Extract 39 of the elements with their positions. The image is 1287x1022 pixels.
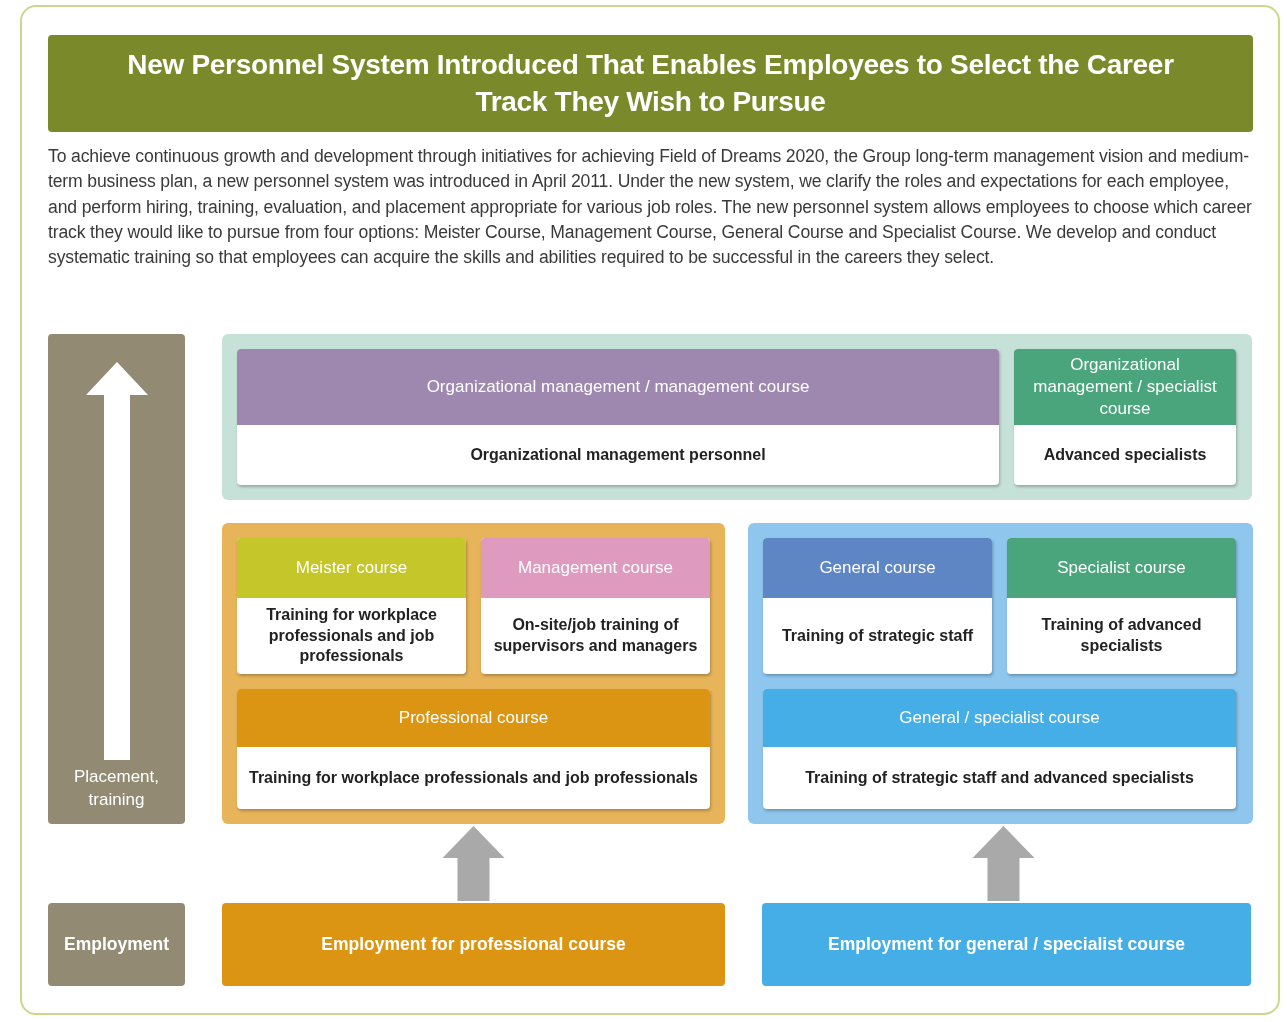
block-arrow xyxy=(442,826,505,901)
course-card xyxy=(481,538,710,674)
course-description: Organizational management personnel xyxy=(469,444,767,465)
course-title: Management course xyxy=(481,538,710,598)
course-description: Training for workplace professionals and job professionals xyxy=(265,604,438,667)
course-card xyxy=(1014,349,1236,485)
course-description: Training of strategic staff and advanced specialists xyxy=(804,767,1195,788)
course-card xyxy=(763,689,1236,809)
title-banner: New Personnel System Introduced That Enables Employees to Select the Career Track They Wish to Pursue xyxy=(48,35,1253,132)
course-description: Advanced specialists xyxy=(1042,444,1208,465)
employment-label: Employment for professional course xyxy=(320,933,627,956)
course-card xyxy=(763,538,992,674)
group-panel xyxy=(222,334,1252,500)
course-title: General course xyxy=(763,538,992,598)
course-title: Specialist course xyxy=(1007,538,1236,598)
employment-label: Employment for general / specialist course xyxy=(827,933,1186,956)
group-panel xyxy=(222,523,725,824)
employment-bar xyxy=(48,903,185,986)
course-title: General / specialist course xyxy=(763,689,1236,747)
course-description: Training of strategic staff xyxy=(780,625,975,646)
course-description: Training for workplace professionals and job professionals xyxy=(248,767,699,788)
group-panel xyxy=(748,523,1253,824)
course-title: Meister course xyxy=(237,538,466,598)
course-card xyxy=(237,538,466,674)
course-description: On-site/job training of supervisors and managers xyxy=(492,615,699,656)
stage-bar xyxy=(48,334,185,824)
employment-label: Employment xyxy=(63,933,170,956)
course-title: Organizational management / management course xyxy=(237,349,999,425)
course-description: Training of advanced specialists xyxy=(1040,615,1203,656)
course-card xyxy=(237,689,710,809)
stage-label: Placement, training xyxy=(72,766,160,812)
intro-paragraph: To achieve continuous growth and development through initiatives for achieving Field of Dreams 2020, the Group long-term management vision and medium-term business plan, a new personnel system was introduced in April 2011. Under the new system, we clarify the roles and expectations for each employee, and perform hiring, training, evaluation, and placement appropriate for various job roles. The new personnel system allows employees to choose which career track they would like to pursue from four options: Meister Course, Management Course, General Course and Specialist Course. We develop and conduct systematic training so that employees can acquire the skills and abilities required to be successful in the careers they select. xyxy=(48,145,1253,270)
course-card xyxy=(1007,538,1236,674)
course-card xyxy=(237,349,999,485)
employment-bar xyxy=(222,903,725,986)
course-title: Organizational management / specialist course xyxy=(1014,349,1236,425)
course-title: Professional course xyxy=(237,689,710,747)
block-arrow xyxy=(972,826,1035,901)
employment-bar xyxy=(762,903,1251,986)
